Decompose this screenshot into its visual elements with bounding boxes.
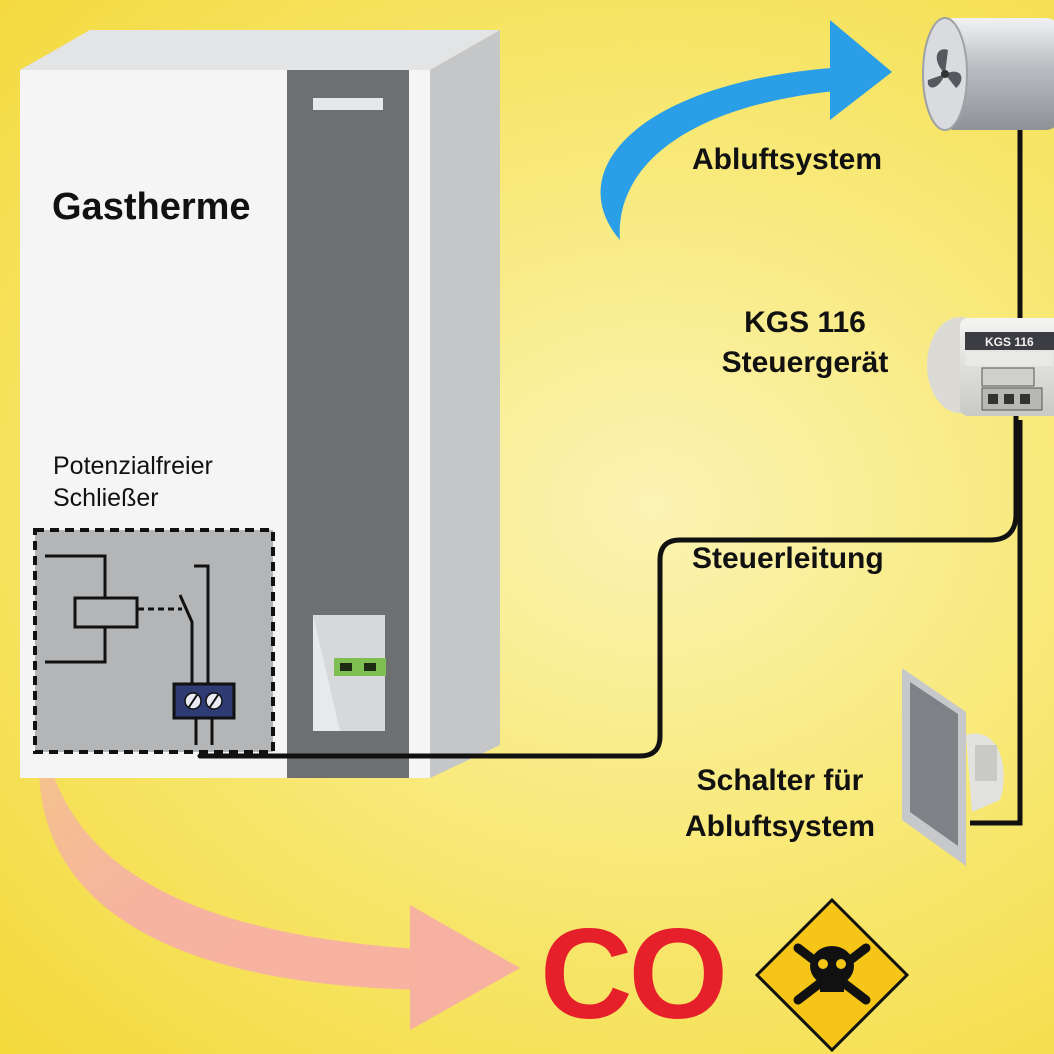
controller-device: KGS 116 bbox=[927, 317, 1054, 416]
exhaust-label: Abluftsystem bbox=[692, 143, 883, 176]
controller-label-line1: KGS 116 bbox=[744, 306, 866, 339]
control-line-label: Steuerleitung bbox=[692, 542, 884, 575]
boiler-label: Gastherme bbox=[52, 186, 251, 228]
fan-icon bbox=[922, 17, 1054, 131]
controller-label-line2: Steuergerät bbox=[721, 346, 889, 379]
controller-label-plate bbox=[965, 332, 1054, 350]
switch-label-line1: Schalter für bbox=[696, 764, 864, 797]
switch-label-line2: Abluftsystem bbox=[684, 810, 876, 843]
controller-model-text: KGS 116 bbox=[985, 335, 1034, 349]
relay-coil bbox=[73, 596, 139, 629]
control-line-wire bbox=[197, 402, 1019, 759]
contact-label: Potenzialfreier Schließer bbox=[53, 452, 213, 512]
boiler-slot bbox=[313, 98, 383, 110]
terminal-block bbox=[172, 682, 236, 720]
supply-wire bbox=[970, 120, 1023, 826]
switch-device bbox=[902, 668, 1004, 866]
skull-crossbones-icon bbox=[754, 897, 910, 1053]
switch-label: Schalter für Abluftsystem bbox=[670, 758, 890, 850]
exhaust-arrow-icon bbox=[600, 20, 892, 240]
boiler-control-module bbox=[313, 615, 386, 731]
relay-contact-box bbox=[33, 528, 275, 754]
co-label: CO bbox=[540, 903, 728, 1046]
co-arrow-icon bbox=[38, 660, 520, 1030]
controller-label: KGS 116 Steuergerät bbox=[700, 303, 910, 383]
